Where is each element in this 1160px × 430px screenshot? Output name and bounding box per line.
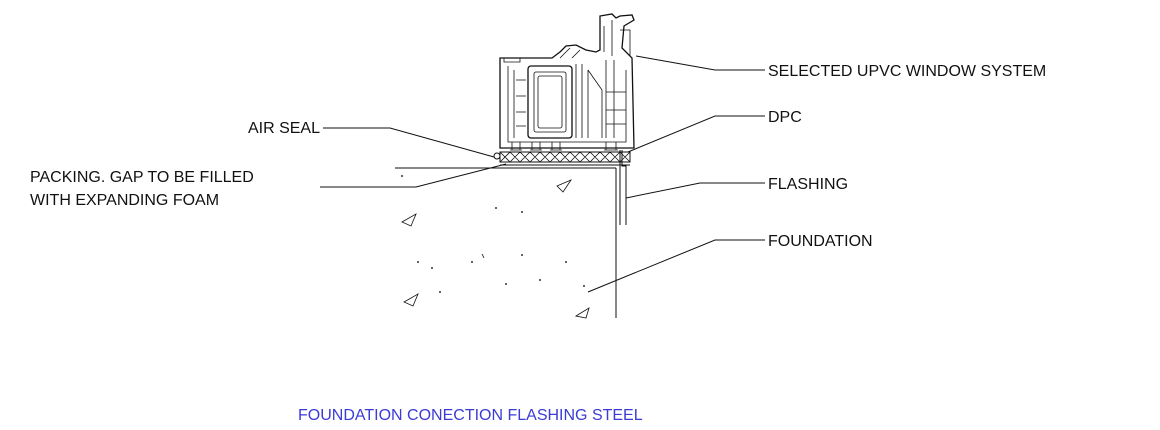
- drawing-caption: FOUNDATION CONECTION FLASHING STEEL: [298, 407, 643, 424]
- label-packing-line2: WITH EXPANDING FOAM: [30, 192, 219, 209]
- label-air-seal: AIR SEAL: [248, 120, 320, 137]
- label-window-system: SELECTED UPVC WINDOW SYSTEM: [768, 63, 1046, 80]
- air-seal-bead: [493, 152, 501, 160]
- leader-lines: [320, 55, 765, 293]
- label-dpc: DPC: [768, 109, 802, 126]
- label-foundation: FOUNDATION: [768, 233, 873, 250]
- label-packing-line1: PACKING. GAP TO BE FILLED: [30, 169, 254, 186]
- label-flashing: FLASHING: [768, 176, 848, 193]
- dpc-packing-strip: [499, 151, 631, 166]
- foundation-block: [395, 150, 627, 319]
- upvc-window-frame: [499, 13, 635, 151]
